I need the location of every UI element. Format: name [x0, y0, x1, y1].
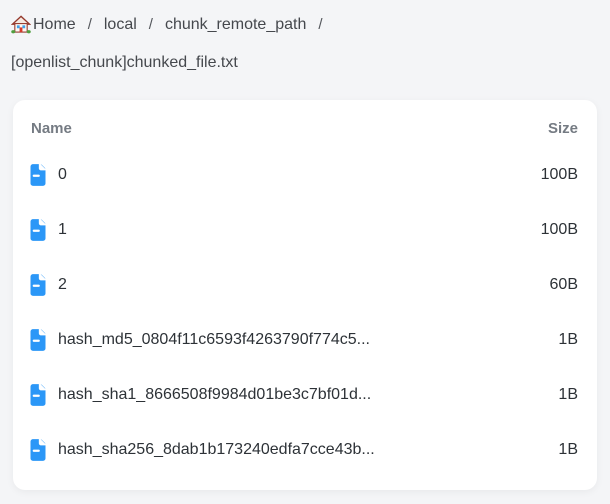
file-list-card: Name Size 0 100B 1 — [13, 100, 597, 490]
breadcrumb-line-2: [openlist_chunk]chunked_file.txt — [11, 47, 600, 78]
file-row-2[interactable]: 2 60B — [28, 257, 578, 312]
file-list: 0 100B 1 100B 2 60 — [13, 147, 597, 490]
file-name: 0 — [58, 165, 67, 183]
file-name: 2 — [58, 275, 67, 293]
file-icon — [28, 273, 48, 297]
breadcrumb-item-local[interactable]: local — [103, 15, 137, 33]
file-icon — [28, 218, 48, 242]
file-name: 1 — [58, 220, 67, 238]
file-row-5[interactable]: hash_sha256_8dab1b173240edfa7cce43b... 1… — [28, 422, 578, 477]
breadcrumb-item-label: Home — [33, 15, 76, 33]
column-header-size[interactable]: Size — [547, 120, 578, 137]
file-name: hash_md5_0804f11c6593f4263790f774c5... — [58, 330, 370, 348]
breadcrumb-line-1: Home / local / chunk_remote_path / — [11, 9, 600, 40]
breadcrumb-separator: / — [148, 16, 153, 33]
file-size: 1B — [558, 330, 578, 348]
column-header-name[interactable]: Name — [31, 120, 72, 137]
file-name: hash_sha1_8666508f9984d01be3c7bf01d... — [58, 385, 372, 403]
file-icon — [28, 383, 48, 407]
file-size: 100B — [540, 220, 578, 238]
file-icon — [28, 163, 48, 187]
file-row-0[interactable]: 0 100B — [28, 147, 578, 202]
breadcrumb-separator: / — [87, 16, 92, 33]
breadcrumb-separator: / — [318, 16, 323, 33]
breadcrumb-item-chunk-remote-path[interactable]: chunk_remote_path — [164, 15, 307, 33]
table-header: Name Size — [13, 100, 597, 147]
breadcrumb-item-home[interactable]: Home — [11, 14, 76, 35]
file-row-4[interactable]: hash_sha1_8666508f9984d01be3c7bf01d... 1… — [28, 367, 578, 422]
file-row-1[interactable]: 1 100B — [28, 202, 578, 257]
file-icon — [28, 328, 48, 352]
breadcrumb: Home / local / chunk_remote_path / [open… — [0, 0, 610, 78]
file-icon — [28, 438, 48, 462]
file-size: 60B — [549, 275, 578, 293]
file-name: hash_sha256_8dab1b173240edfa7cce43b... — [58, 440, 375, 458]
home-icon — [11, 14, 31, 35]
file-row-3[interactable]: hash_md5_0804f11c6593f4263790f774c5... 1… — [28, 312, 578, 367]
file-size: 1B — [558, 440, 578, 458]
breadcrumb-item-current-file: [openlist_chunk]chunked_file.txt — [11, 53, 238, 71]
file-size: 100B — [540, 165, 578, 183]
file-size: 1B — [558, 385, 578, 403]
